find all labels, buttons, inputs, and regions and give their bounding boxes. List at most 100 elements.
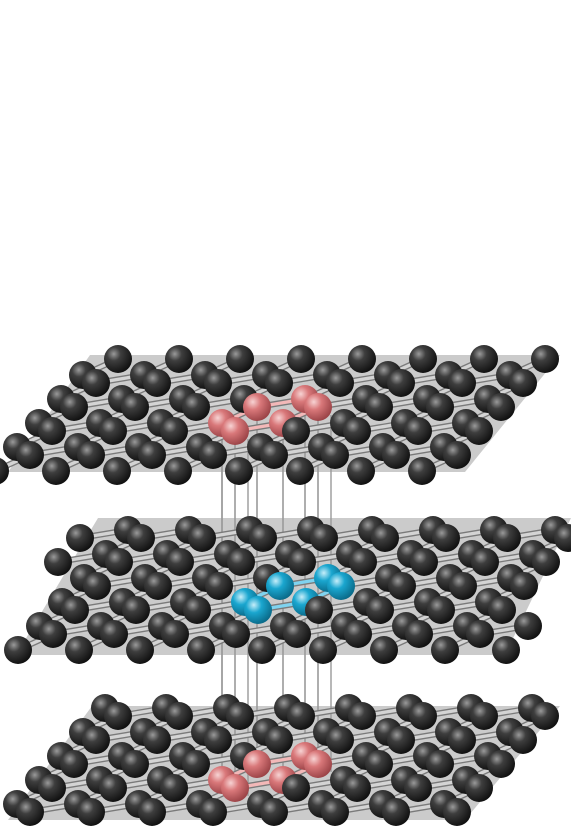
carbon-atom	[183, 596, 211, 624]
carbon-atom	[283, 620, 311, 648]
carbon-atom	[144, 572, 172, 600]
carbon-atom	[321, 798, 349, 826]
carbon-atom	[288, 548, 316, 576]
carbon-atom	[16, 798, 44, 826]
highlight-atom	[221, 774, 249, 802]
carbon-atom	[160, 774, 188, 802]
carbon-atom	[409, 702, 437, 730]
carbon-atom	[326, 369, 354, 397]
carbon-atom	[265, 369, 293, 397]
carbon-atom	[248, 636, 276, 664]
carbon-atom	[410, 548, 438, 576]
carbon-atom	[348, 345, 376, 373]
carbon-atom	[321, 441, 349, 469]
carbon-atom	[405, 620, 433, 648]
carbon-atom	[204, 369, 232, 397]
carbon-atom	[432, 524, 460, 552]
carbon-atom	[344, 620, 372, 648]
carbon-atom	[188, 524, 216, 552]
carbon-atom	[199, 441, 227, 469]
carbon-atom	[348, 702, 376, 730]
carbon-atom	[222, 620, 250, 648]
highlight-atom	[244, 596, 272, 624]
carbon-atom	[554, 524, 571, 552]
carbon-atom	[161, 620, 189, 648]
carbon-atom	[122, 596, 150, 624]
carbon-atom	[38, 774, 66, 802]
carbon-atom	[61, 596, 89, 624]
carbon-atom	[265, 726, 293, 754]
carbon-atom	[387, 726, 415, 754]
bottom-layer	[3, 694, 559, 826]
carbon-atom	[82, 726, 110, 754]
top-layer	[0, 345, 559, 485]
carbon-atom	[143, 726, 171, 754]
highlight-atom	[221, 417, 249, 445]
carbon-atom	[143, 369, 171, 397]
carbon-atom	[66, 524, 94, 552]
highlight-atom	[266, 572, 294, 600]
carbon-atom	[226, 702, 254, 730]
carbon-atom	[349, 548, 377, 576]
carbon-atom	[365, 393, 393, 421]
carbon-atom	[99, 774, 127, 802]
carbon-atom	[427, 596, 455, 624]
carbon-atom	[493, 524, 521, 552]
carbon-atom	[205, 572, 233, 600]
carbon-atom	[282, 417, 310, 445]
carbon-atom	[408, 457, 436, 485]
carbon-atom	[488, 596, 516, 624]
carbon-atom	[121, 750, 149, 778]
carbon-atom	[60, 750, 88, 778]
carbon-atom	[471, 548, 499, 576]
carbon-atom	[404, 774, 432, 802]
carbon-atom	[470, 345, 498, 373]
carbon-atom	[104, 345, 132, 373]
carbon-atom	[466, 620, 494, 648]
carbon-atom	[260, 798, 288, 826]
carbon-atom	[0, 457, 9, 485]
highlight-atom	[327, 572, 355, 600]
carbon-atom	[347, 457, 375, 485]
carbon-atom	[382, 798, 410, 826]
carbon-atom	[465, 774, 493, 802]
carbon-atom	[326, 726, 354, 754]
carbon-atom	[249, 524, 277, 552]
carbon-atom	[509, 369, 537, 397]
carbon-atom	[226, 345, 254, 373]
carbon-atom	[487, 750, 515, 778]
carbon-atom	[443, 441, 471, 469]
carbon-atom	[492, 636, 520, 664]
carbon-atom	[532, 548, 560, 576]
carbon-atom	[199, 798, 227, 826]
carbon-atom	[426, 393, 454, 421]
layers-group	[0, 345, 571, 826]
carbon-atom	[431, 636, 459, 664]
carbon-atom	[382, 441, 410, 469]
carbon-atom	[77, 441, 105, 469]
carbon-atom	[138, 441, 166, 469]
carbon-atom	[127, 524, 155, 552]
carbon-atom	[38, 417, 66, 445]
carbon-atom	[44, 548, 72, 576]
highlight-atom	[304, 750, 332, 778]
carbon-atom	[103, 457, 131, 485]
carbon-atom	[387, 369, 415, 397]
carbon-atom	[16, 441, 44, 469]
carbon-atom	[286, 457, 314, 485]
carbon-atom	[287, 702, 315, 730]
carbon-atom	[105, 548, 133, 576]
carbon-atom	[99, 417, 127, 445]
carbon-atom	[182, 750, 210, 778]
carbon-atom	[65, 636, 93, 664]
middle-layer	[4, 516, 571, 664]
carbon-atom	[100, 620, 128, 648]
carbon-atom	[60, 393, 88, 421]
carbon-atom	[39, 620, 67, 648]
carbon-atom	[470, 702, 498, 730]
carbon-atom	[448, 369, 476, 397]
carbon-atom	[282, 774, 310, 802]
carbon-atom	[126, 636, 154, 664]
